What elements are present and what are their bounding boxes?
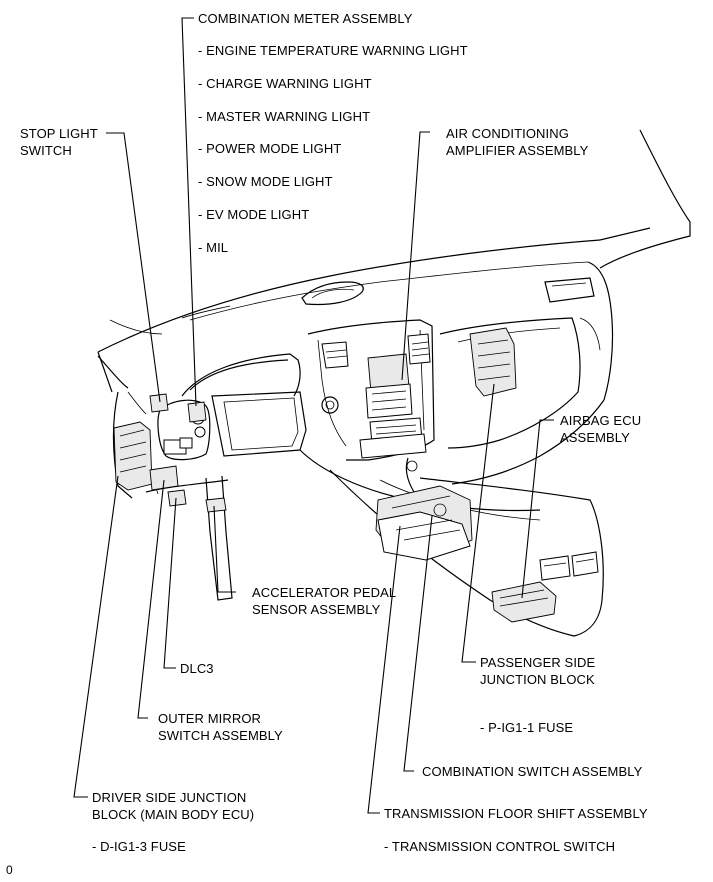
label-meter-item-2: - CHARGE WARNING LIGHT xyxy=(198,76,372,91)
label-meter-item-6: - EV MODE LIGHT xyxy=(198,207,310,222)
label-driver-jb-2: BLOCK (MAIN BODY ECU) xyxy=(92,807,255,822)
label-outer-mirror-2: SWITCH ASSEMBLY xyxy=(158,728,283,743)
label-meter-item-7: - MIL xyxy=(198,240,229,255)
label-d-ig1-fuse: - D-IG1-3 FUSE xyxy=(92,839,186,854)
label-meter-item-3: - MASTER WARNING LIGHT xyxy=(198,109,371,124)
component-shapes xyxy=(113,327,557,623)
label-air-conditioning-1: AIR CONDITIONING xyxy=(446,126,569,141)
dashboard-outline xyxy=(97,129,691,637)
label-outer-mirror-1: OUTER MIRROR xyxy=(158,711,262,726)
corner-mark: 0 xyxy=(6,863,13,877)
label-combination-meter: COMBINATION METER ASSEMBLY xyxy=(198,11,413,26)
label-stop-light-switch-1: STOP LIGHT xyxy=(20,126,98,141)
label-meter-item-1: - ENGINE TEMPERATURE WARNING LIGHT xyxy=(198,43,468,58)
label-transmission-shift: TRANSMISSION FLOOR SHIFT ASSEMBLY xyxy=(384,806,648,821)
label-transmission-control: - TRANSMISSION CONTROL SWITCH xyxy=(384,839,616,854)
label-airbag-ecu-1: AIRBAG ECU xyxy=(560,413,642,428)
label-combination-switch: COMBINATION SWITCH ASSEMBLY xyxy=(422,764,643,779)
label-passenger-jb-2: JUNCTION BLOCK xyxy=(480,672,595,687)
label-stop-light-switch-2: SWITCH xyxy=(20,143,72,158)
label-air-conditioning-2: AMPLIFIER ASSEMBLY xyxy=(446,143,589,158)
label-p-ig1-fuse: - P-IG1-1 FUSE xyxy=(480,720,574,735)
label-meter-item-5: - SNOW MODE LIGHT xyxy=(198,174,333,189)
label-airbag-ecu-2: ASSEMBLY xyxy=(560,430,630,445)
label-passenger-jb-1: PASSENGER SIDE xyxy=(480,655,596,670)
label-dlc3: DLC3 xyxy=(180,661,214,676)
label-driver-jb-1: DRIVER SIDE JUNCTION xyxy=(92,790,247,805)
label-accelerator-pedal-1: ACCELERATOR PEDAL xyxy=(252,585,397,600)
leader-lines xyxy=(73,17,554,814)
label-meter-item-4: - POWER MODE LIGHT xyxy=(198,141,342,156)
label-accelerator-pedal-2: SENSOR ASSEMBLY xyxy=(252,602,381,617)
